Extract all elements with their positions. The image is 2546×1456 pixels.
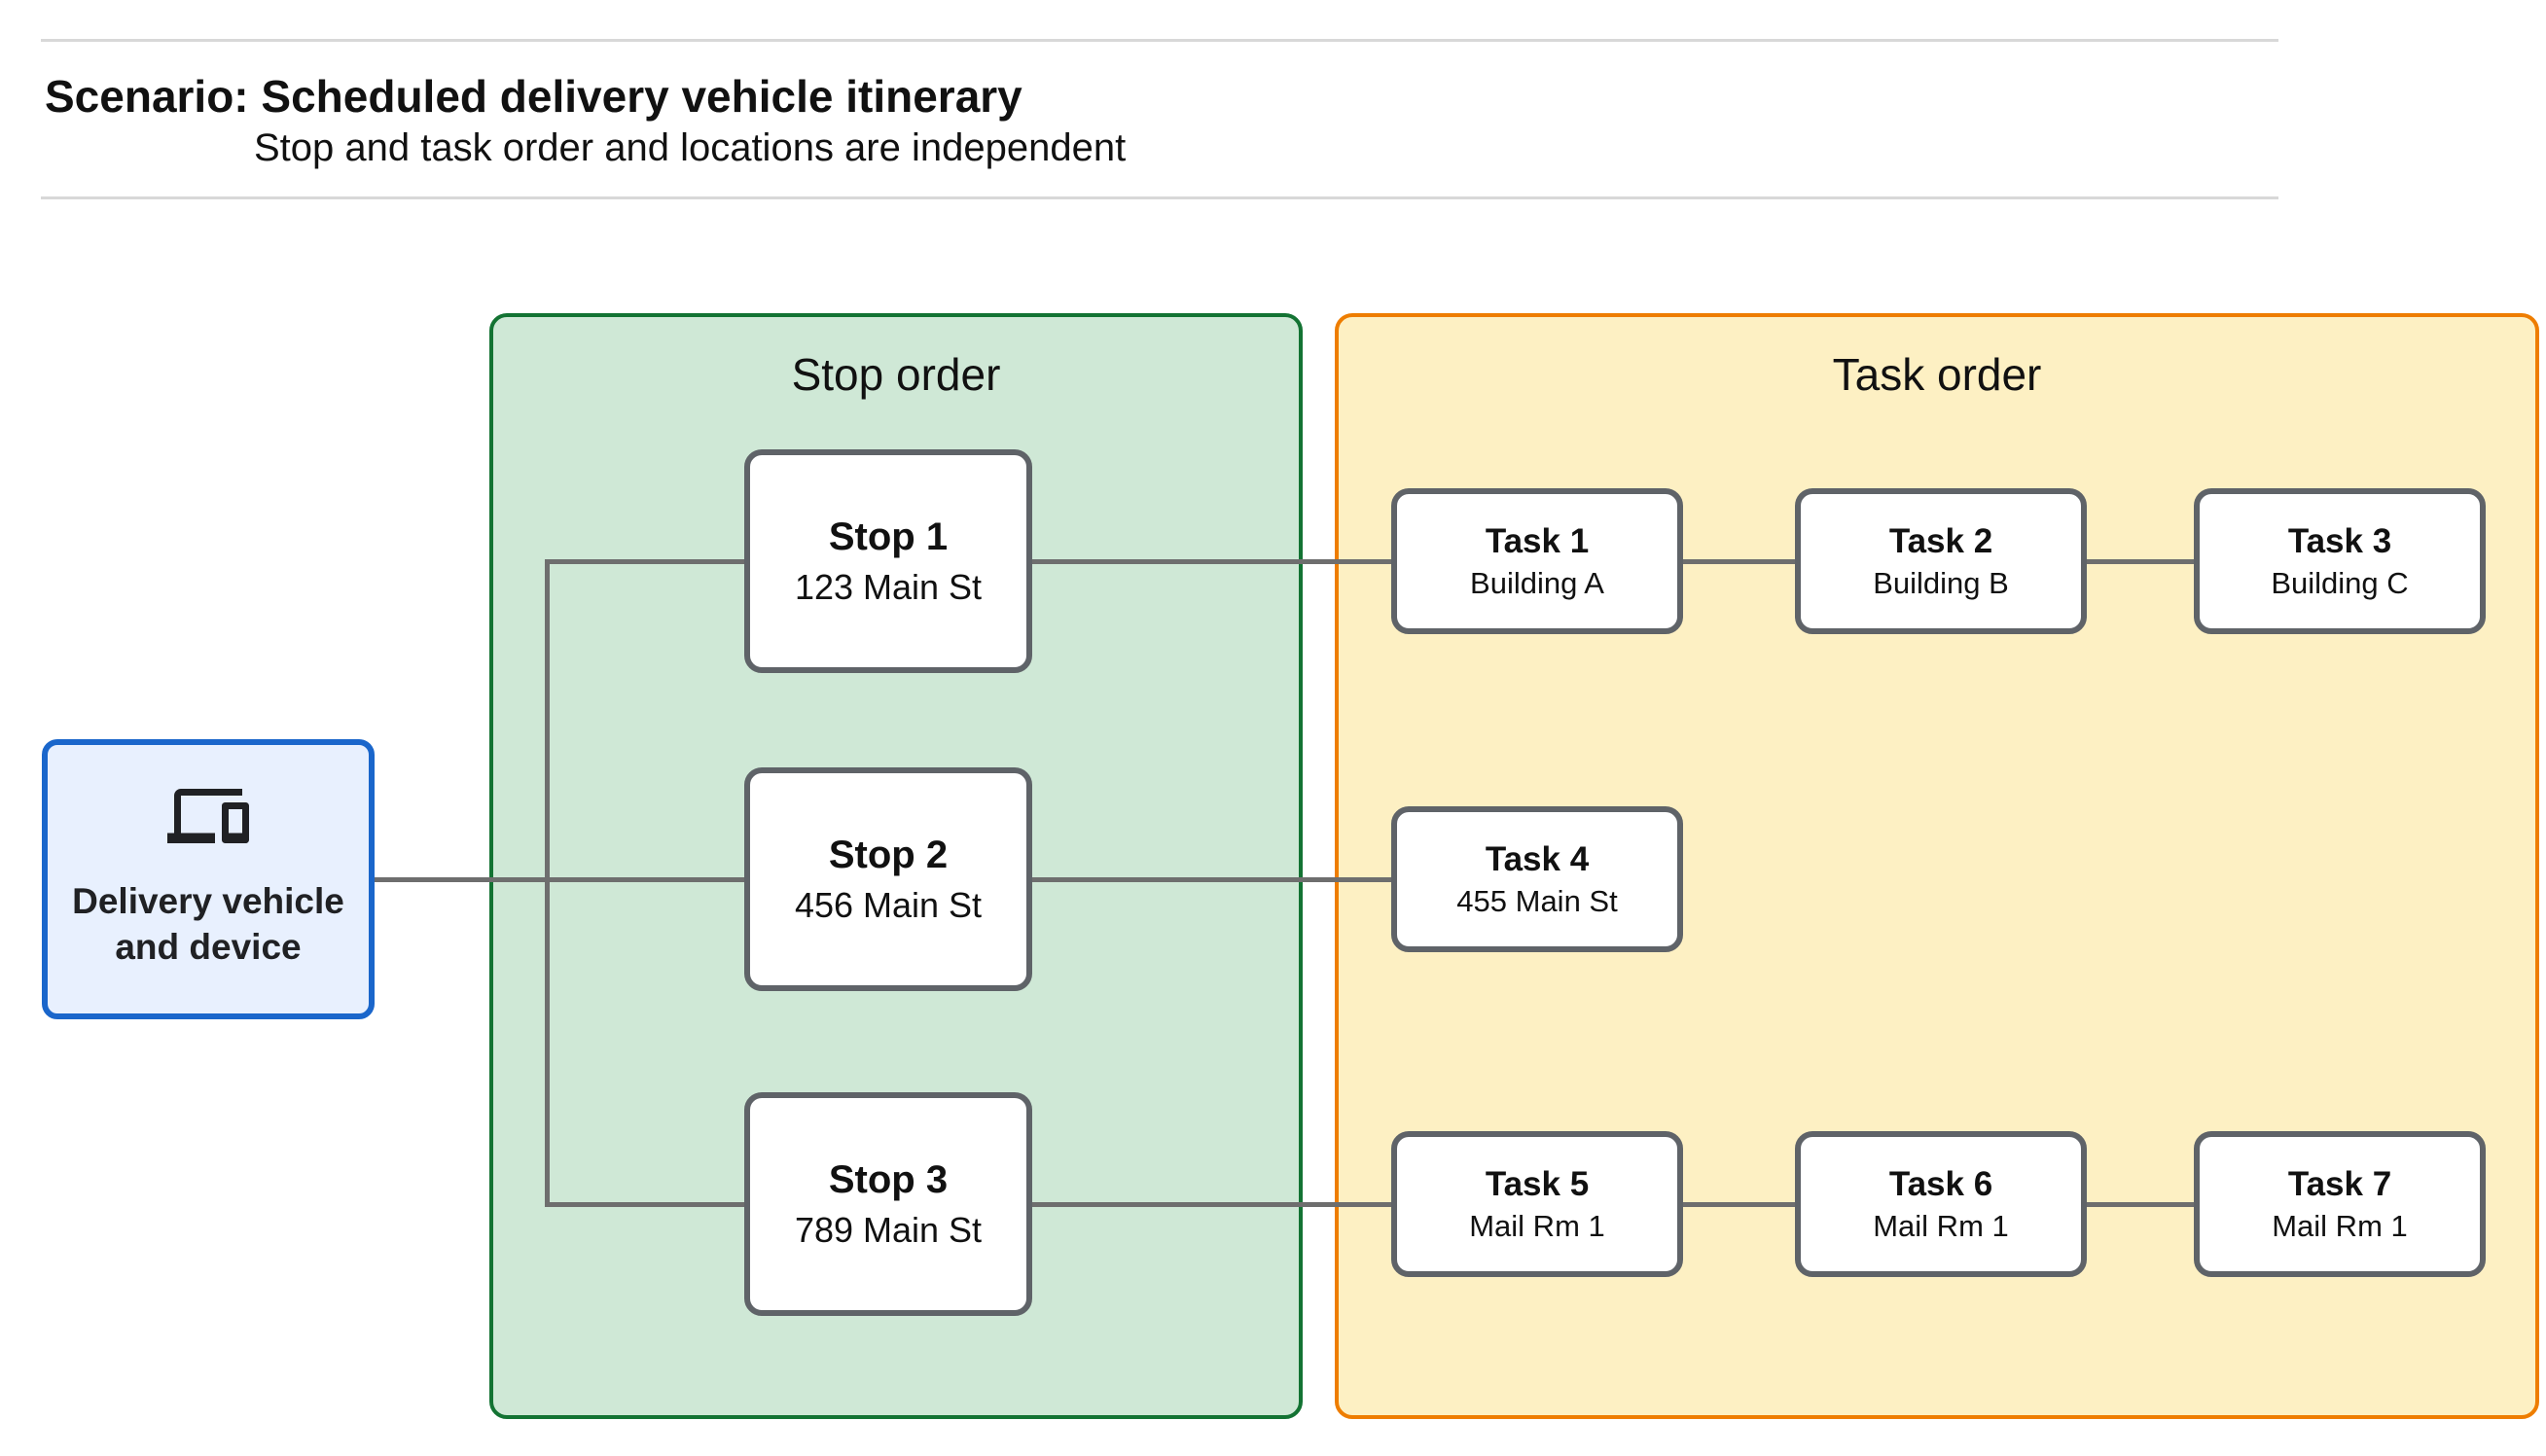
stop-2-address: 456 Main St (794, 884, 983, 925)
connector-task6-task7 (2085, 1202, 2195, 1207)
header-rule-bottom (41, 196, 2278, 199)
task-1-node: Task 1 Building A (1391, 488, 1683, 634)
task-2-node: Task 2 Building B (1795, 488, 2087, 634)
page-subtitle: Stop and task order and locations are in… (254, 126, 1127, 169)
task-3-location: Building C (2271, 565, 2409, 600)
task-6-title: Task 6 (1888, 1164, 1993, 1203)
task-order-title: Task order (1832, 349, 2042, 400)
delivery-vehicle-label-line1: Delivery vehicle (72, 881, 344, 922)
connector-branch-stop3 (548, 1202, 744, 1207)
task-4-location: 455 Main St (1456, 883, 1618, 918)
delivery-vehicle-label: Delivery vehicle and device (72, 879, 344, 970)
stop-1-address: 123 Main St (794, 566, 983, 607)
task-2-title: Task 2 (1888, 521, 1993, 560)
task-4-node: Task 4 455 Main St (1391, 806, 1683, 952)
task-7-title: Task 7 (2287, 1164, 2392, 1203)
task-3-title: Task 3 (2287, 521, 2392, 560)
connector-stop3-task5 (1030, 1202, 1392, 1207)
connector-task2-task3 (2085, 559, 2195, 564)
task-6-node: Task 6 Mail Rm 1 (1795, 1131, 2087, 1277)
connector-branch-stop1 (548, 559, 744, 564)
delivery-vehicle-label-line2: and device (115, 926, 302, 967)
task-7-location: Mail Rm 1 (2272, 1208, 2408, 1243)
task-5-title: Task 5 (1485, 1164, 1590, 1203)
task-5-location: Mail Rm 1 (1469, 1208, 1605, 1243)
task-1-title: Task 1 (1485, 521, 1590, 560)
stop-3-address: 789 Main St (794, 1209, 983, 1250)
task-5-node: Task 5 Mail Rm 1 (1391, 1131, 1683, 1277)
stop-2-title: Stop 2 (828, 833, 949, 876)
delivery-vehicle-node: Delivery vehicle and device (42, 739, 375, 1019)
page-title: Scenario: Scheduled delivery vehicle iti… (45, 71, 1022, 122)
stop-2-node: Stop 2 456 Main St (744, 767, 1032, 991)
task-6-location: Mail Rm 1 (1873, 1208, 2009, 1243)
stop-order-title: Stop order (791, 349, 1001, 400)
stop-1-node: Stop 1 123 Main St (744, 449, 1032, 673)
stop-3-title: Stop 3 (828, 1157, 949, 1201)
connector-task5-task6 (1681, 1202, 1796, 1207)
connector-vertical-branch (545, 559, 550, 1207)
task-4-title: Task 4 (1485, 839, 1590, 878)
stop-3-node: Stop 3 789 Main St (744, 1092, 1032, 1316)
connector-task1-task2 (1681, 559, 1796, 564)
stop-1-title: Stop 1 (828, 515, 949, 558)
connector-stop1-task1 (1030, 559, 1392, 564)
task-3-node: Task 3 Building C (2194, 488, 2486, 634)
task-1-location: Building A (1470, 565, 1604, 600)
task-2-location: Building B (1873, 565, 2009, 600)
devices-icon (167, 789, 249, 848)
header-rule-top (41, 39, 2278, 42)
task-7-node: Task 7 Mail Rm 1 (2194, 1131, 2486, 1277)
connector-vehicle-stop2 (375, 877, 744, 882)
connector-stop2-task4 (1030, 877, 1392, 882)
